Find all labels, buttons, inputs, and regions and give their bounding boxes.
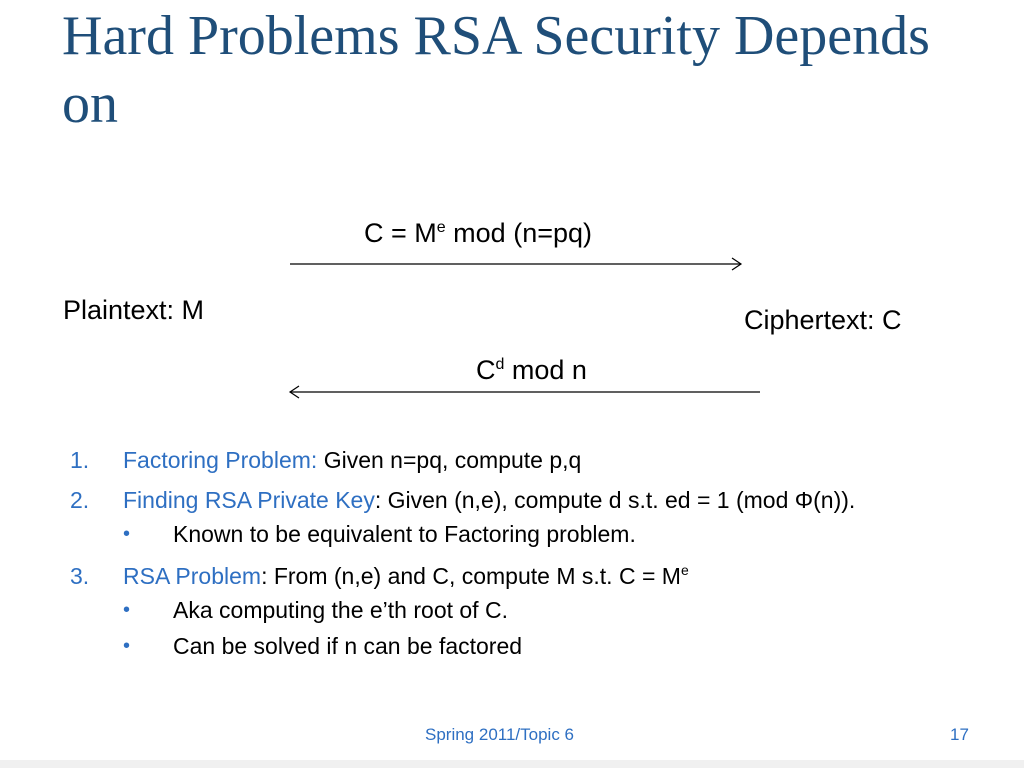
rsa-problem-label: RSA Problem <box>123 563 262 589</box>
sub-item: • Known to be equivalent to Factoring pr… <box>123 516 950 552</box>
decryption-formula: Cd mod n <box>476 354 587 386</box>
ciphertext-label: Ciphertext: C <box>744 305 902 335</box>
hard-problems-list: 1. Factoring Problem: Given n=pq, comput… <box>70 444 950 672</box>
factoring-problem-text: Given n=pq, compute p,q <box>317 447 582 473</box>
decrypt-arrow <box>288 385 760 399</box>
list-number: 1. <box>70 447 90 473</box>
encrypt-arrow <box>290 257 743 271</box>
encryption-formula-mod: mod (n=pq) <box>445 218 592 248</box>
list-number: 3. <box>70 563 90 589</box>
private-key-text: : Given (n,e), compute d s.t. ed = 1 (mo… <box>374 487 856 513</box>
private-key-label: Finding RSA Private Key <box>123 487 375 513</box>
encryption-formula-base: C = M <box>364 218 437 248</box>
list-item-rsa-problem: 3. RSA Problem: From (n,e) and C, comput… <box>70 560 950 664</box>
slide-title: Hard Problems RSA Security Depends on <box>62 5 930 135</box>
bullet-icon: • <box>123 635 131 657</box>
rsa-problem-exponent: e <box>680 562 689 578</box>
bullet-icon: • <box>123 599 131 621</box>
rsa-problem-text: : From (n,e) and C, compute M s.t. C = M <box>261 563 681 589</box>
sub-item-text: Known to be equivalent to Factoring prob… <box>173 521 636 547</box>
decryption-formula-mod: mod n <box>504 355 587 385</box>
plaintext-label: Plaintext: M <box>63 295 205 325</box>
sub-item: • Aka computing the e’th root of C. <box>123 592 950 628</box>
list-number: 2. <box>70 487 90 513</box>
decryption-formula-base: C <box>476 355 496 385</box>
sub-item: • Can be solved if n can be factored <box>123 628 950 664</box>
sub-item-text: Can be solved if n can be factored <box>173 633 523 659</box>
sub-item-text: Aka computing the e’th root of C. <box>173 597 508 623</box>
bottom-band <box>0 760 1024 768</box>
page-number: 17 <box>950 725 969 744</box>
list-item-private-key: 2. Finding RSA Private Key: Given (n,e),… <box>70 484 950 552</box>
bullet-icon: • <box>123 523 131 545</box>
encryption-formula: C = Me mod (n=pq) <box>364 217 592 249</box>
footer-center-text: Spring 2011/Topic 6 <box>425 725 575 744</box>
encryption-exponent: e <box>436 219 446 236</box>
list-item-factoring: 1. Factoring Problem: Given n=pq, comput… <box>70 444 950 476</box>
decryption-exponent: d <box>495 356 505 373</box>
factoring-problem-label: Factoring Problem: <box>123 447 318 473</box>
